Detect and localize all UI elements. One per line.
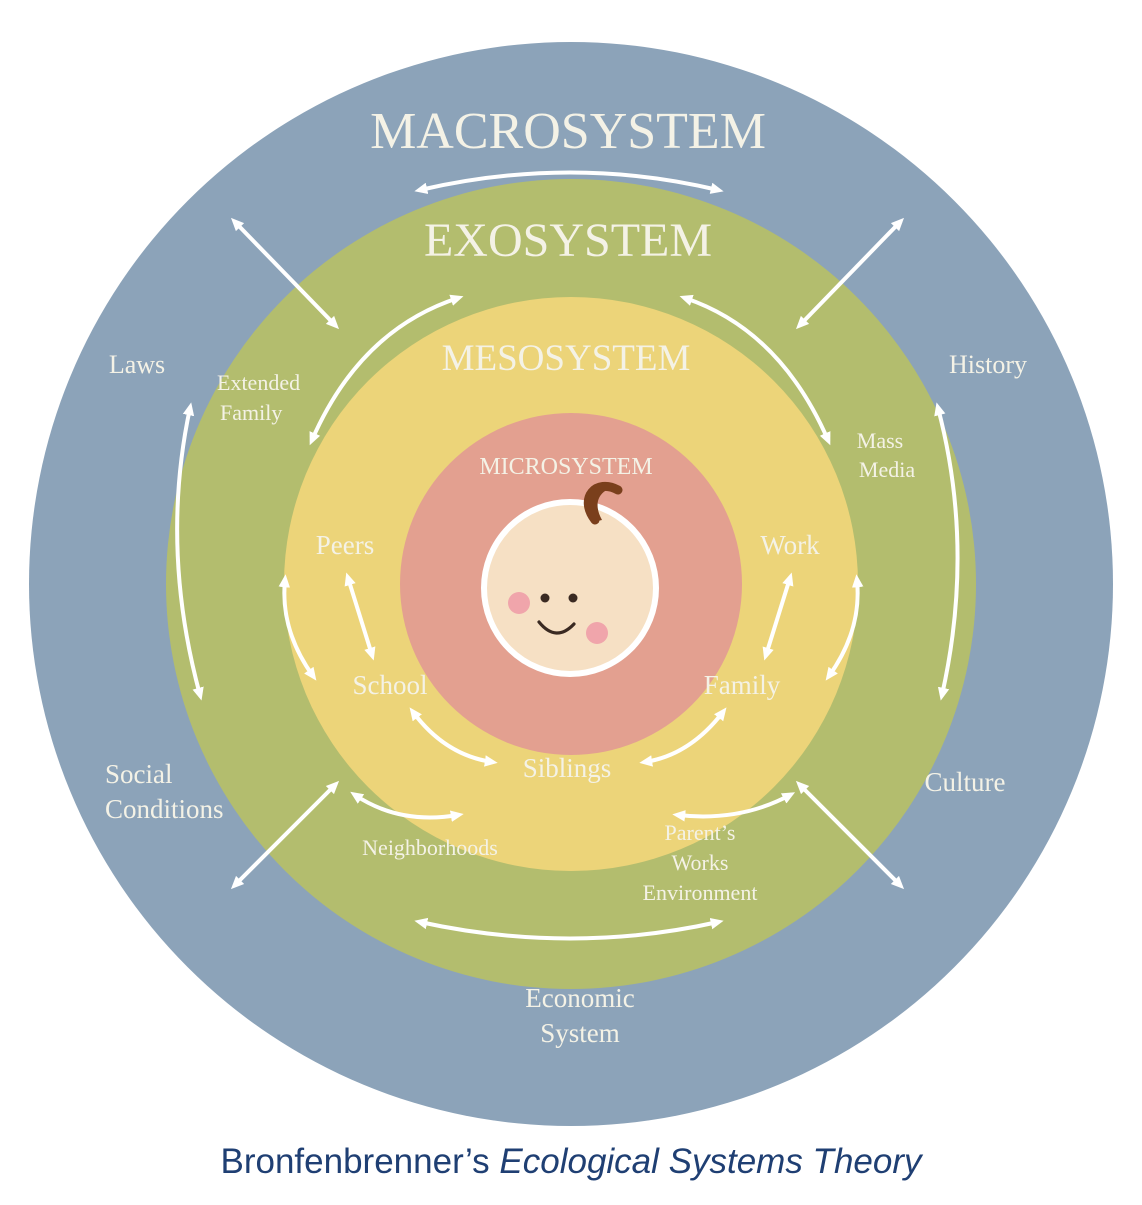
macro-arc-bottom-arrow: [414, 917, 724, 941]
history-label: History: [949, 350, 1027, 379]
siblings-label: Siblings: [523, 753, 612, 783]
extended-family-label-line2: Family: [220, 400, 282, 425]
microsystem-title: MICROSYSTEM: [479, 454, 652, 480]
work-family-arrow: [762, 572, 794, 661]
parents-works-label-line3: Environment: [643, 880, 758, 905]
macro-arc-top-arrow: [414, 170, 724, 194]
mass-media-label-line2: Media: [859, 457, 915, 482]
mass-media-label-line1: Mass: [857, 428, 903, 453]
exo-arc-bottom-left-arrow: [350, 791, 464, 822]
caption-theory: Ecological Systems Theory: [499, 1142, 922, 1181]
school-siblings-arrow: [409, 707, 498, 767]
macro-arc-left-arrow: [175, 402, 204, 701]
work-label: Work: [760, 530, 820, 560]
extended-family-label-line1: Extended: [217, 370, 300, 395]
family-label: Family: [704, 670, 781, 700]
social-conditions-label-line1: Social: [105, 759, 173, 789]
economic-system-label-line1: Economic: [525, 983, 634, 1013]
mesosystem-title: MESOSYSTEM: [442, 338, 691, 379]
baby-face-icon: [481, 481, 659, 677]
economic-system-label-line2: System: [540, 1018, 620, 1048]
caption-name: Bronfenbrenner’s: [220, 1142, 500, 1181]
figure-caption: Bronfenbrenner’s Ecological Systems Theo…: [0, 1142, 1142, 1182]
exo-arc-left-arrow: [278, 574, 317, 681]
diagonal-arrow-bottom-right: [795, 780, 905, 890]
macrosystem-title: MACROSYSTEM: [370, 103, 766, 160]
exo-arc-top-right-arrow: [679, 294, 831, 446]
parents-works-label-line2: Works: [672, 850, 729, 875]
peers-school-arrow: [344, 572, 376, 661]
family-siblings-arrow: [639, 707, 727, 767]
neighborhoods-label: Neighborhoods: [362, 835, 498, 860]
parents-works-label-line1: Parent’s: [665, 820, 736, 845]
exo-arc-right-arrow: [825, 574, 864, 681]
exo-arc-bottom-right-arrow: [672, 792, 796, 822]
peers-label: Peers: [316, 530, 374, 560]
school-label: School: [352, 670, 427, 700]
macro-arc-right-arrow: [934, 402, 960, 701]
culture-label: Culture: [925, 767, 1006, 797]
exosystem-title: EXOSYSTEM: [424, 214, 712, 267]
laws-label: Laws: [109, 350, 165, 379]
social-conditions-label-line2: Conditions: [105, 794, 224, 824]
diagonal-arrow-bottom-left: [230, 780, 340, 890]
exo-arc-top-left-arrow: [309, 294, 464, 446]
